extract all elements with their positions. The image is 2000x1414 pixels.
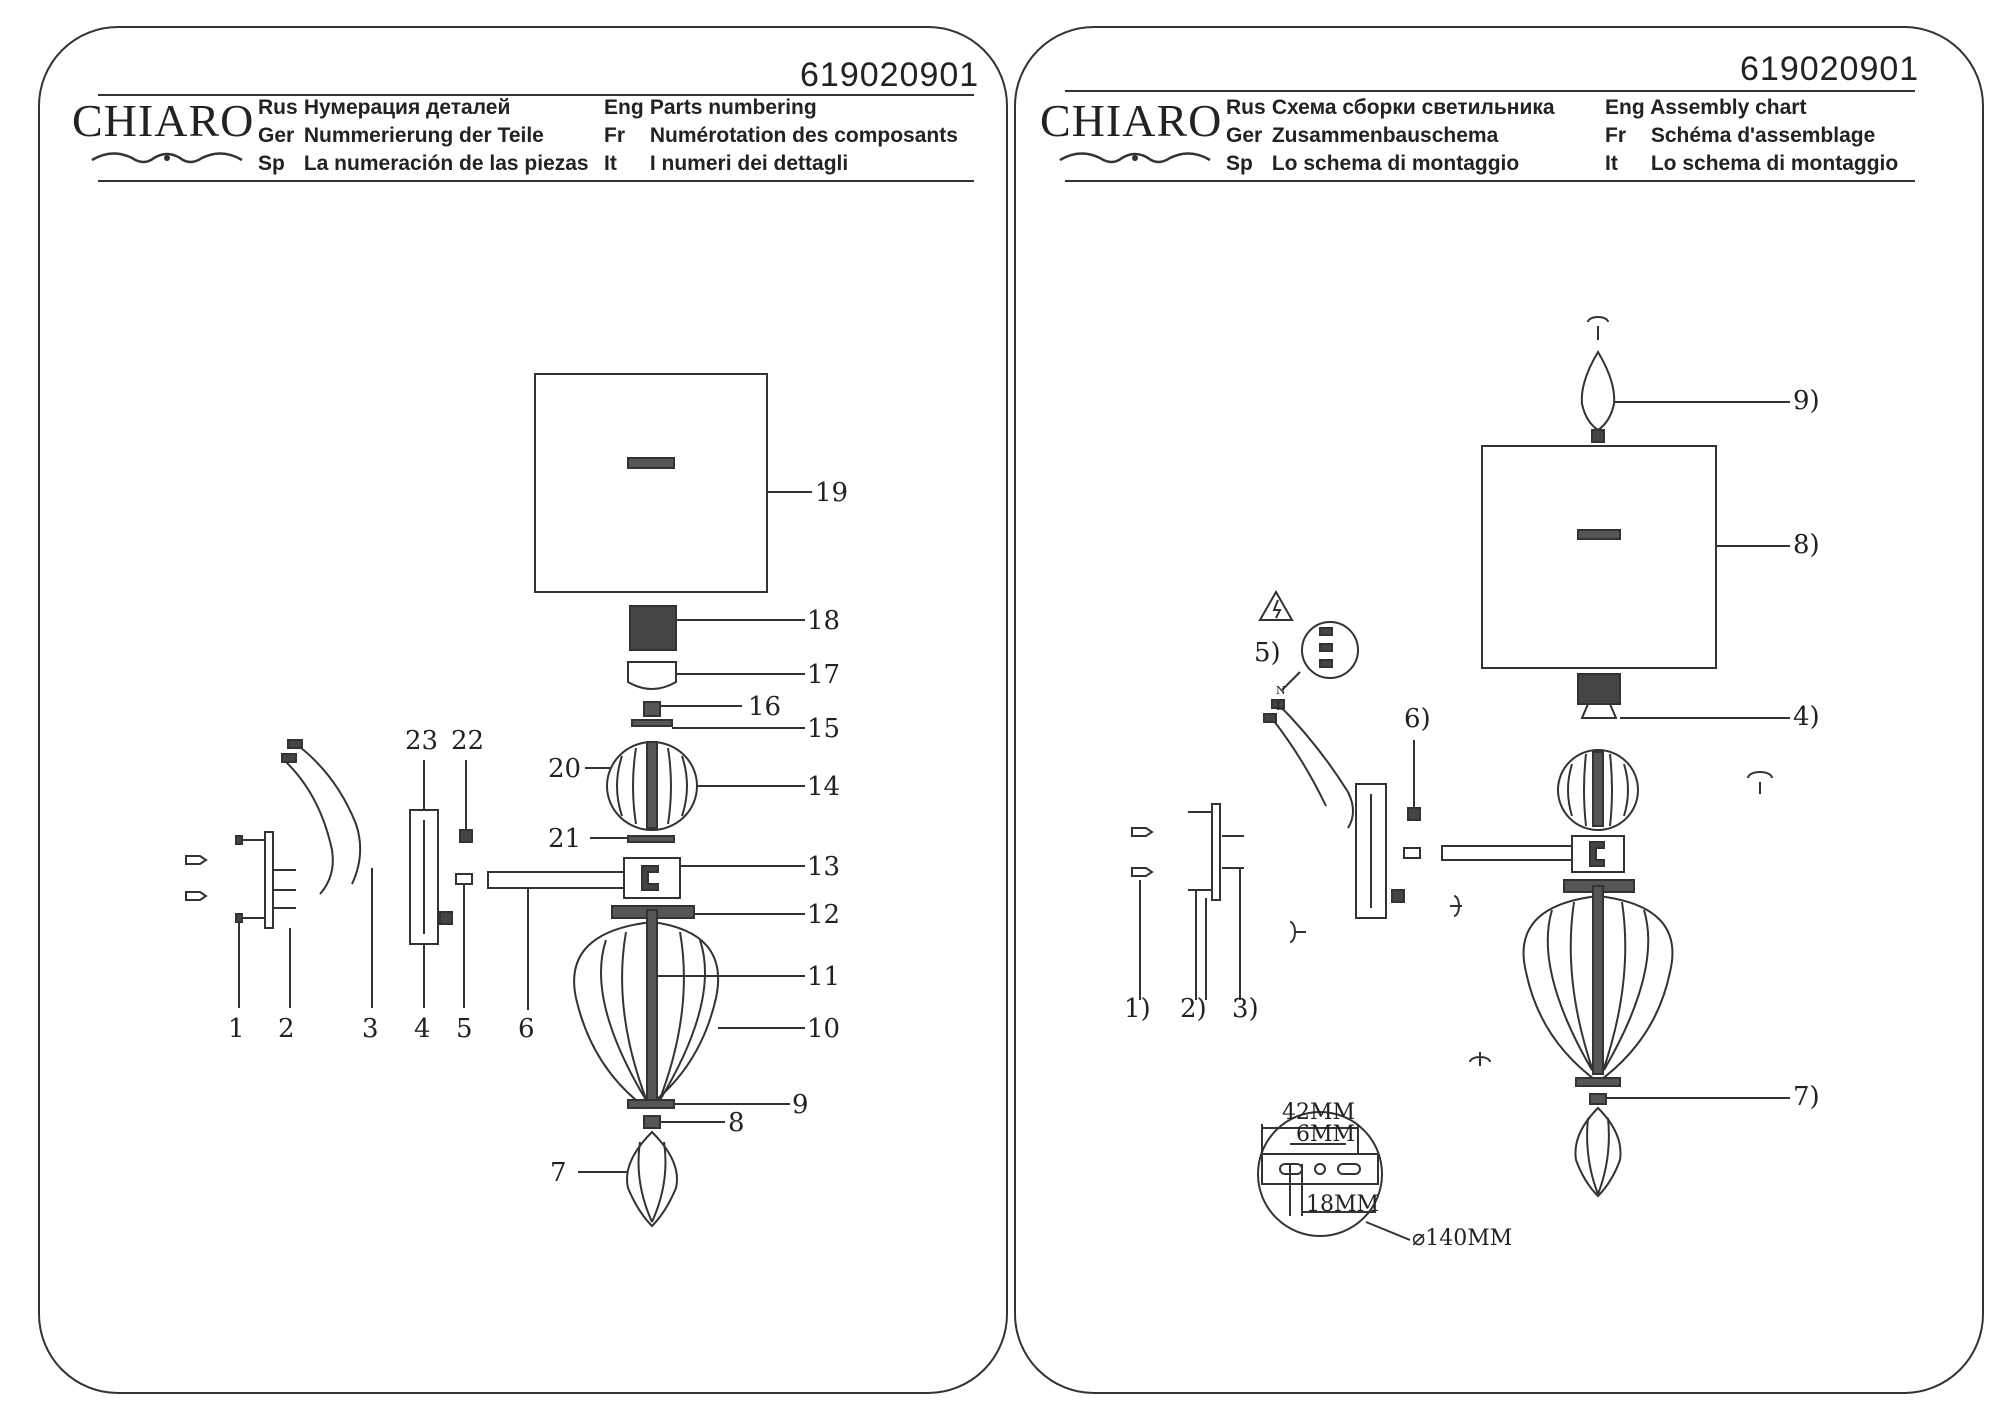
label-15: 15 bbox=[807, 714, 841, 744]
label-16: 16 bbox=[748, 692, 782, 722]
dim-base-diameter: ⌀140MM bbox=[1412, 1226, 1513, 1251]
shade-ring bbox=[627, 457, 675, 469]
heading-it-right: It Lo schema di montaggio bbox=[1605, 152, 1899, 175]
label-11: 11 bbox=[807, 962, 841, 992]
lampshade bbox=[534, 373, 768, 593]
label-6: 6 bbox=[518, 1014, 535, 1044]
step-4: 4) bbox=[1793, 702, 1820, 732]
rotate-icon bbox=[1587, 316, 1609, 323]
label-5: 5 bbox=[456, 1014, 473, 1044]
logo-ornament bbox=[91, 152, 243, 164]
step-7: 7) bbox=[1793, 1082, 1820, 1112]
parts-numbering-page bbox=[38, 26, 1008, 1394]
label-19: 19 bbox=[815, 478, 849, 508]
label-8: 8 bbox=[728, 1108, 745, 1138]
label-3: 3 bbox=[362, 1014, 379, 1044]
heading-fr-right: Fr Schéma d'assemblage bbox=[1605, 124, 1876, 147]
step-8: 8) bbox=[1793, 530, 1820, 560]
step-3: 3) bbox=[1232, 994, 1259, 1024]
glass-drop bbox=[626, 1130, 678, 1228]
base-plate-detail bbox=[1257, 1111, 1383, 1237]
heading-sp: Sp La numeración de las piezas bbox=[258, 152, 589, 175]
heading-sp-right: Sp Lo schema di montaggio bbox=[1226, 152, 1520, 175]
step-2: 2) bbox=[1180, 994, 1207, 1024]
label-17: 17 bbox=[807, 660, 841, 690]
product-code: 619020901 bbox=[800, 56, 980, 94]
label-23: 23 bbox=[405, 726, 439, 756]
label-20: 20 bbox=[548, 754, 582, 784]
heading-fr: Fr Numérotation des composants bbox=[604, 124, 958, 147]
wire-label-l: L bbox=[1276, 700, 1284, 713]
socket-cup bbox=[627, 661, 677, 690]
heading-rus-right: Rus Схема сборки светильника bbox=[1226, 96, 1555, 119]
warning-icon bbox=[1258, 589, 1294, 621]
logo-ornament-right bbox=[1059, 152, 1211, 164]
assembly-chart-page bbox=[1014, 26, 1984, 1394]
label-10: 10 bbox=[807, 1014, 841, 1044]
heading-eng: Eng Parts numbering bbox=[604, 96, 817, 119]
header-rule-bottom-right bbox=[1065, 180, 1915, 182]
product-code-right: 619020901 bbox=[1740, 50, 1920, 88]
wall-anchors bbox=[185, 855, 208, 901]
step-5: 5) bbox=[1254, 638, 1281, 668]
heading-rus: Rus Нумерация деталей bbox=[258, 96, 511, 119]
label-22: 22 bbox=[451, 726, 485, 756]
label-7: 7 bbox=[550, 1158, 567, 1188]
brand-logo: CHIARO bbox=[72, 95, 255, 146]
label-14: 14 bbox=[807, 772, 841, 802]
lampshade-assembly bbox=[1481, 445, 1717, 669]
step-9: 9) bbox=[1793, 386, 1820, 416]
heading-eng-right: Eng Assembly chart bbox=[1605, 96, 1807, 119]
header-rule-top bbox=[98, 94, 974, 96]
dim-slot-length: 18MM bbox=[1306, 1192, 1380, 1217]
label-12: 12 bbox=[807, 900, 841, 930]
label-1: 1 bbox=[228, 1014, 245, 1044]
lamp-socket bbox=[629, 605, 677, 651]
dim-slot-width: 6MM bbox=[1296, 1122, 1356, 1147]
label-13: 13 bbox=[807, 852, 841, 882]
label-9: 9 bbox=[792, 1090, 809, 1120]
candle-bulb bbox=[1580, 350, 1616, 432]
wires bbox=[283, 743, 362, 895]
label-18: 18 bbox=[807, 606, 841, 636]
brand-logo-right: CHIARO bbox=[1040, 95, 1223, 146]
label-2: 2 bbox=[278, 1014, 295, 1044]
header-rule-top-right bbox=[1065, 90, 1915, 92]
step-6: 6) bbox=[1404, 704, 1431, 734]
heading-it: It I numeri dei dettagli bbox=[604, 152, 849, 175]
dim-plate-width: 42MM bbox=[1282, 1100, 1356, 1125]
wire-label-n: N bbox=[1276, 684, 1286, 697]
heading-ger-right: Ger Zusammenbauschema bbox=[1226, 124, 1499, 147]
step-1: 1) bbox=[1124, 994, 1151, 1024]
header-rule-bottom bbox=[98, 180, 974, 182]
heading-ger: Ger Nummerierung der Teile bbox=[258, 124, 544, 147]
label-4: 4 bbox=[414, 1014, 431, 1044]
label-21: 21 bbox=[548, 824, 582, 854]
